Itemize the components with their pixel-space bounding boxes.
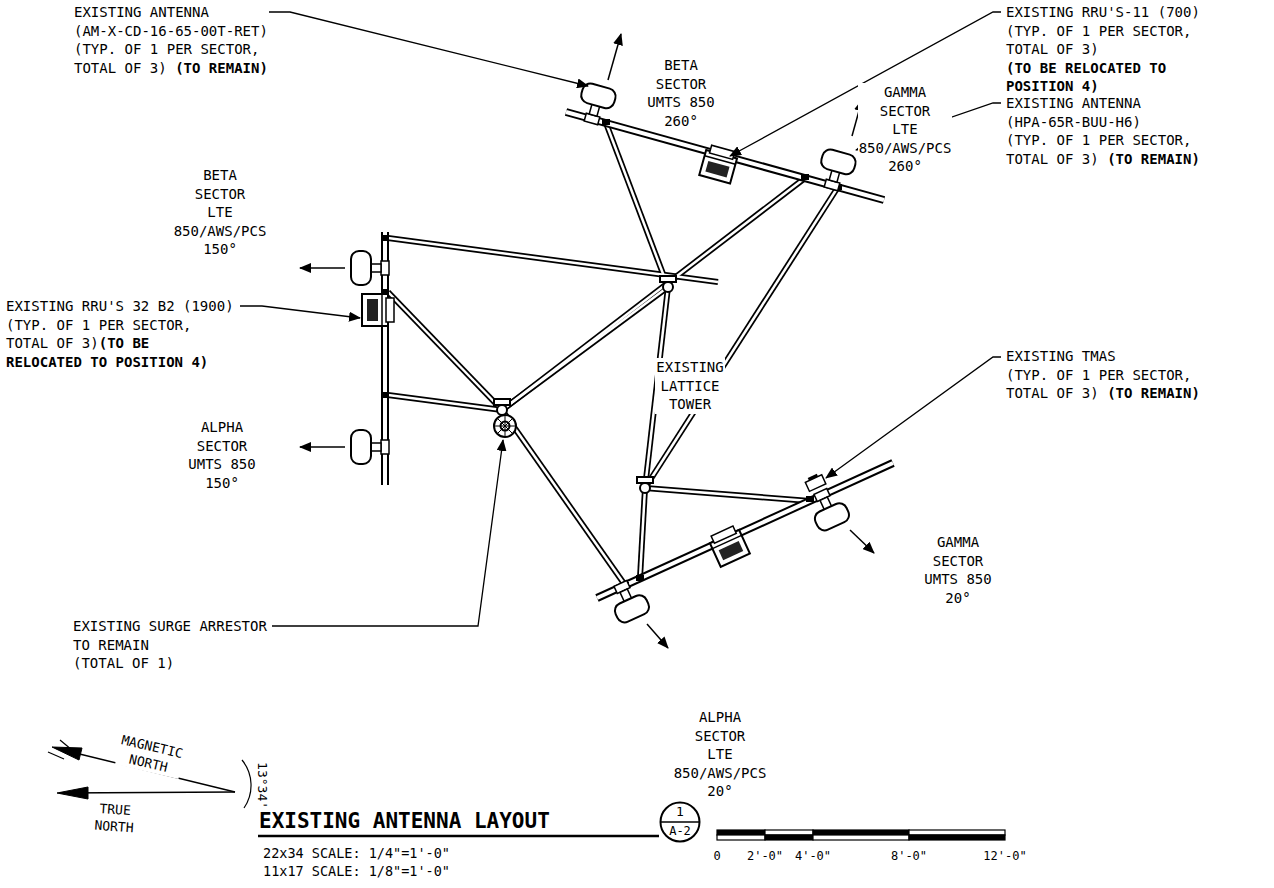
scale-note: 11x17 SCALE: 1/8"=1'-0" [262, 863, 451, 881]
mounting-pipes-part [385, 112, 893, 598]
tower-legs-part [494, 399, 510, 405]
pipe-clamps-part [602, 119, 610, 125]
pipe-clamps [381, 119, 842, 588]
north-arrow-part [60, 740, 78, 755]
scale-bar-part [765, 830, 813, 835]
rru-callout: EXISTING RRU'S 32 B2 (1900) (TYP. OF 1 P… [5, 297, 235, 371]
mounting-pipes [385, 112, 893, 598]
antenna-callout: EXISTING ANTENNA (AM-X-CD-16-65-00T-RET)… [73, 3, 269, 77]
tower-legs-part [663, 282, 673, 292]
scale-bar-part [813, 830, 909, 835]
leader-lines-part [826, 357, 1001, 478]
tower-legs-part [640, 483, 650, 493]
antenna-callout: EXISTING ANTENNA (HPA-65R-BUU-H6) (TYP. … [1005, 94, 1201, 168]
north-arrow-part [242, 760, 251, 808]
surge-arrestor-part [498, 419, 512, 433]
antennas-part [575, 82, 618, 128]
title-underline [258, 836, 659, 837]
antennas-part [805, 484, 852, 533]
antennas [351, 82, 857, 625]
north-arrow-part [57, 787, 88, 799]
scale-tick: 8'-0" [890, 849, 928, 865]
mounting-pipes-part [385, 112, 893, 598]
surge-arrestor [494, 415, 516, 437]
pipe-clamps-part [381, 235, 389, 241]
azimuth-arrows [300, 34, 874, 648]
azimuth-arrows-part [850, 530, 874, 553]
surge-arrestor-part [494, 415, 516, 437]
reference-bubble: 1A-2 [659, 801, 701, 843]
sheet-number: A-2 [659, 823, 701, 839]
scale-note: 22x34 SCALE: 1/4"=1'-0" [262, 845, 451, 863]
tower-legs [494, 276, 676, 493]
scale-tick: 4'-0" [794, 849, 832, 865]
scale-tick: 12'-0" [982, 849, 1027, 865]
antennas-part [351, 430, 389, 464]
leader-lines-part [214, 12, 588, 86]
scale-bar-part [909, 830, 1005, 835]
antennas-part [605, 576, 652, 625]
surge-arrestor-part [498, 419, 512, 433]
scale-bar-part [717, 835, 765, 840]
pipe-clamps-part [801, 174, 809, 180]
detail-number: 1 [659, 804, 701, 820]
sector-label: ALPHA SECTOR UMTS 850 150° [187, 418, 256, 492]
azimuth-arrows-part [608, 34, 621, 80]
sector-label: ALPHA SECTOR LTE 850/AWS/PCS 20° [673, 708, 768, 801]
leader-lines-part [272, 440, 503, 626]
surge-arrestor-callout: EXISTING SURGE ARRESTOR TO REMAIN (TOTAL… [72, 617, 268, 673]
drawing-title: EXISTING ANTENNA LAYOUT [258, 809, 551, 833]
rru-units-part [699, 144, 738, 183]
azimuth-arrows-part [300, 446, 345, 448]
north-arrow-part [52, 747, 82, 760]
leader-lines [214, 12, 1001, 626]
tower-legs-part [660, 276, 676, 282]
rru-units [362, 144, 750, 567]
antennas-part [815, 148, 858, 194]
tma-callout: EXISTING TMAS (TYP. OF 1 PER SECTOR, TOT… [1005, 347, 1201, 403]
sector-label: BETA SECTOR UMTS 850 260° [646, 56, 715, 130]
rru-units-part [362, 294, 394, 326]
north-arrow-part [55, 748, 235, 792]
tower-legs-part [637, 477, 653, 483]
sector-label: BETA SECTOR LTE 850/AWS/PCS 150° [173, 166, 268, 259]
north-arrow-part [48, 752, 64, 759]
azimuth-arrows-part [300, 267, 345, 269]
leader-lines-part [240, 306, 360, 318]
rru-units-part [707, 524, 749, 566]
scale-bar-part [765, 835, 813, 840]
bubble-divider [661, 821, 700, 823]
title-underline-part [258, 835, 659, 838]
tma-units [804, 472, 826, 491]
rru-callout: EXISTING RRU'S-11 (700) (TYP. OF 1 PER S… [1005, 3, 1201, 96]
declination-angle: 13°34' [253, 762, 270, 811]
pipe-clamps-part [806, 496, 814, 502]
pipe-clamps-part [381, 392, 389, 398]
tower-label: EXISTING LATTICE TOWER [655, 358, 724, 414]
scale-bar [717, 830, 1005, 840]
sector-label: GAMMA SECTOR LTE 850/AWS/PCS 260° [858, 83, 953, 176]
tma-units-part [804, 472, 826, 491]
scale-tick: 0 [712, 849, 721, 865]
scale-bar-part [909, 835, 1005, 840]
pipe-clamps-part [636, 575, 644, 581]
tower-legs-part [497, 405, 507, 415]
azimuth-arrows-part [647, 624, 668, 648]
scale-tick: 2'-0" [746, 849, 784, 865]
north-label: MAGNETIC NORTH [115, 731, 186, 779]
scale-bar-part [717, 830, 765, 835]
scale-bar-part [813, 835, 909, 840]
sector-label: GAMMA SECTOR UMTS 850 20° [923, 533, 992, 607]
north-label: TRUE NORTH [93, 799, 136, 836]
antennas-part [351, 251, 389, 285]
